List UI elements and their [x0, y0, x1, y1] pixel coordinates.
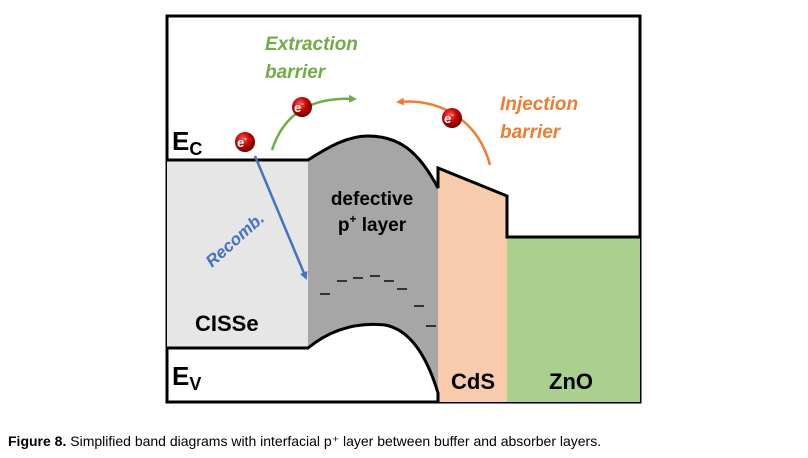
- ev-label: EV: [172, 361, 201, 394]
- svg-text:e-: e-: [237, 134, 247, 150]
- figure-caption: Figure 8. Simplified band diagrams with …: [8, 433, 800, 450]
- injection-barrier-label-line2: barrier: [500, 122, 562, 143]
- svg-text:e-: e-: [444, 110, 454, 126]
- conduction-band-line: [167, 134, 640, 239]
- figure-caption-text: Simplified band diagrams with interfacia…: [66, 433, 602, 449]
- electron-icon: e-: [292, 97, 312, 117]
- zno-label: ZnO: [549, 369, 593, 394]
- defect-states: [320, 275, 436, 327]
- cisse-region: [167, 160, 308, 348]
- extraction-barrier-label-line1: Extraction: [265, 34, 358, 55]
- svg-text:e-: e-: [294, 99, 304, 115]
- electron-icon: e-: [442, 108, 462, 128]
- cds-region: [438, 168, 507, 402]
- zno-region: [507, 237, 640, 402]
- electron-icon: e-: [235, 132, 255, 152]
- defective-layer-label-line2: p+ layer: [338, 212, 407, 236]
- cds-label: CdS: [451, 369, 495, 394]
- cisse-label: CISSe: [195, 311, 259, 336]
- extraction-barrier-label-line2: barrier: [265, 62, 327, 83]
- recombination-arrow: [253, 155, 308, 280]
- valence-band-line: [167, 322, 440, 402]
- figure-caption-label: Figure 8.: [8, 433, 67, 449]
- ec-label: EC: [172, 126, 202, 159]
- injection-barrier-label-line1: Injection: [500, 94, 578, 115]
- band-diagram: e- e- e- EC EV defective p+ layer CISSe …: [165, 14, 642, 404]
- defective-layer-label-line1: defective: [331, 189, 413, 210]
